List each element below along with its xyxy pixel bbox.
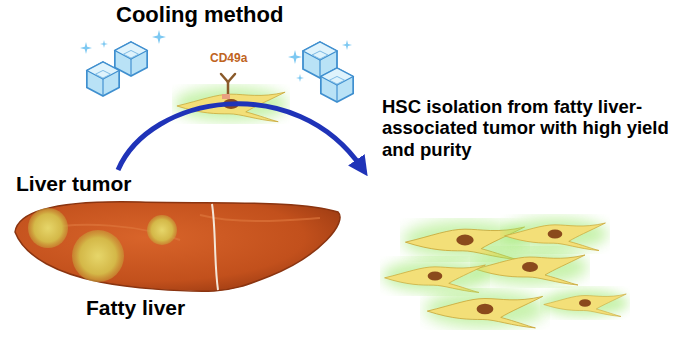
- organ-label: Fatty liver: [86, 296, 185, 320]
- marker-label: CD49a: [210, 52, 247, 66]
- tumor-label: Liver tumor: [16, 172, 132, 196]
- result-label: HSC isolation from fatty liver-associate…: [382, 96, 698, 160]
- title-label: Cooling method: [116, 2, 283, 27]
